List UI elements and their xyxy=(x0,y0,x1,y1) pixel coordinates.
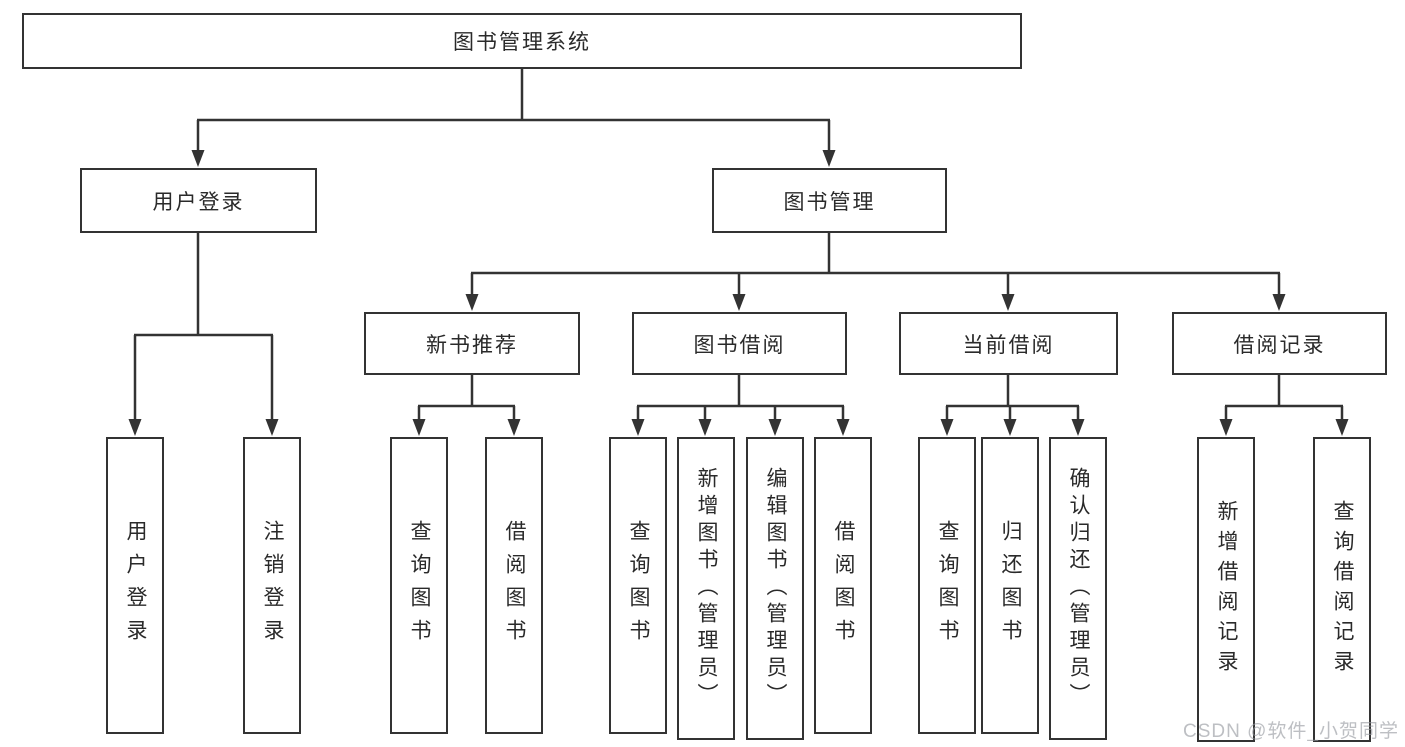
edges-borrow-children xyxy=(631,375,850,436)
node-label: 确认归还（管理员） xyxy=(1067,467,1090,710)
node-label: 当前借阅 xyxy=(962,333,1055,357)
node-label: 图书借阅 xyxy=(693,333,786,357)
node-library-system: 图书管理系统 xyxy=(22,13,1022,69)
edges-user-login-children xyxy=(128,233,279,436)
leaf-add-borrow-record: 新增借阅记录 xyxy=(1197,437,1255,742)
node-label: 查询图书 xyxy=(936,519,959,652)
edges-recommend-children xyxy=(412,375,521,436)
node-user-login: 用户登录 xyxy=(80,168,317,233)
node-new-book-recommend: 新书推荐 xyxy=(364,312,580,375)
node-label: 用户登录 xyxy=(152,190,245,214)
edges-current-children xyxy=(940,375,1085,436)
leaf-query-books-borrow: 查询图书 xyxy=(609,437,667,734)
leaf-confirm-return-admin: 确认归还（管理员） xyxy=(1049,437,1107,740)
leaf-query-books-recommend: 查询图书 xyxy=(390,437,448,734)
node-book-management: 图书管理 xyxy=(712,168,947,233)
node-label: 图书管理 xyxy=(783,190,876,214)
node-label: 查询借阅记录 xyxy=(1331,499,1354,680)
node-borrow-records: 借阅记录 xyxy=(1172,312,1387,375)
leaf-return-book: 归还图书 xyxy=(981,437,1039,734)
leaf-edit-book-admin: 编辑图书（管理员） xyxy=(746,437,804,740)
node-label: 查询图书 xyxy=(627,519,650,652)
node-label: 借阅记录 xyxy=(1233,333,1326,357)
leaf-borrow-books-recommend: 借阅图书 xyxy=(485,437,543,734)
node-label: 新增借阅记录 xyxy=(1215,499,1238,680)
node-label: 新增图书（管理员） xyxy=(695,467,718,710)
node-label: 借阅图书 xyxy=(832,519,855,652)
node-label: 新书推荐 xyxy=(426,333,518,357)
leaf-add-book-admin: 新增图书（管理员） xyxy=(677,437,735,740)
edges-records-children xyxy=(1219,375,1349,436)
leaf-logout: 注销登录 xyxy=(243,437,301,734)
node-book-borrow: 图书借阅 xyxy=(632,312,847,375)
node-label: 用户登录 xyxy=(124,519,147,652)
node-label: 借阅图书 xyxy=(503,519,526,652)
leaf-query-books-current: 查询图书 xyxy=(918,437,976,734)
node-label: 归还图书 xyxy=(999,519,1022,652)
edges-book-mgmt-to-level3 xyxy=(465,233,1286,311)
node-label: 查询图书 xyxy=(408,519,431,652)
edges-root-to-level2 xyxy=(191,69,836,167)
leaf-user-login: 用户登录 xyxy=(106,437,164,734)
csdn-watermark: CSDN @软件_小贺同学 xyxy=(1183,721,1399,742)
leaf-borrow-books: 借阅图书 xyxy=(814,437,872,734)
node-label: 编辑图书（管理员） xyxy=(764,467,787,710)
node-label: 注销登录 xyxy=(261,519,284,652)
node-current-borrow: 当前借阅 xyxy=(899,312,1118,375)
node-label: 图书管理系统 xyxy=(453,31,591,54)
leaf-query-borrow-record: 查询借阅记录 xyxy=(1313,437,1371,742)
